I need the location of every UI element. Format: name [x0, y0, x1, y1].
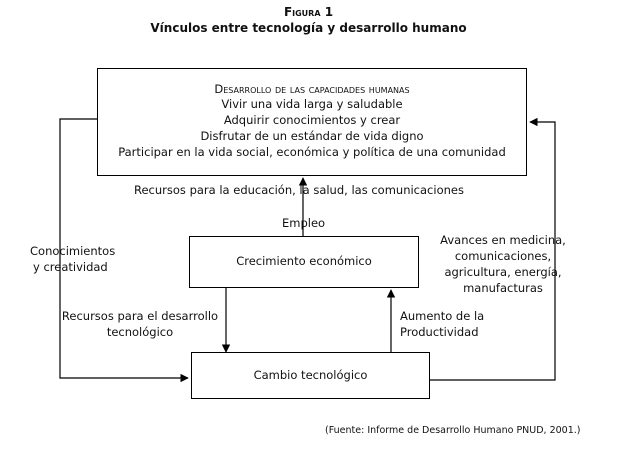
- capability-line-4: Participar en la vida social, económica …: [118, 145, 506, 159]
- economic-growth-box: Crecimiento económico: [189, 236, 419, 288]
- knowledge-line-2: y creatividad: [33, 260, 108, 274]
- knowledge-line-1: Conocimientos: [30, 244, 116, 258]
- figure-label: Figura 1: [283, 5, 334, 19]
- resources-label: Recursos para la educación, la salud, la…: [134, 183, 464, 197]
- advances-line-2: comunicaciones,: [454, 249, 552, 263]
- employment-label: Empleo: [282, 216, 326, 230]
- human-capabilities-box: Desarrollo de las capacidades humanas Vi…: [97, 68, 527, 176]
- economic-growth-label: Crecimiento económico: [236, 254, 372, 268]
- capability-line-1: Vivir una vida larga y saludable: [221, 97, 403, 111]
- productivity-line-2: Productividad: [400, 325, 479, 339]
- figure-title: Vínculos entre tecnología y desarrollo h…: [150, 21, 467, 35]
- tech-resources-line-2: tecnológico: [106, 325, 174, 339]
- source-note: (Fuente: Informe de Desarrollo Humano PN…: [325, 425, 581, 436]
- capability-line-3: Disfrutar de un estándar de vida digno: [200, 129, 424, 143]
- arrow-left-loop: [59, 118, 189, 383]
- arrow-right-loop: [430, 117, 556, 381]
- tech-resources-line-1: Recursos para el desarrollo: [61, 309, 219, 323]
- capability-line-2: Adquirir conocimientos y crear: [223, 113, 401, 127]
- technological-change-box: Cambio tecnológico: [191, 352, 430, 399]
- advances-line-4: manufacturas: [463, 281, 543, 295]
- advances-line-1: Avances en medicina,: [440, 233, 566, 247]
- technological-change-label: Cambio tecnológico: [253, 368, 368, 382]
- advances-line-3: agricultura, energía,: [444, 265, 562, 279]
- productivity-line-1: Aumento de la: [400, 309, 485, 323]
- human-capabilities-heading: Desarrollo de las capacidades humanas: [214, 82, 410, 96]
